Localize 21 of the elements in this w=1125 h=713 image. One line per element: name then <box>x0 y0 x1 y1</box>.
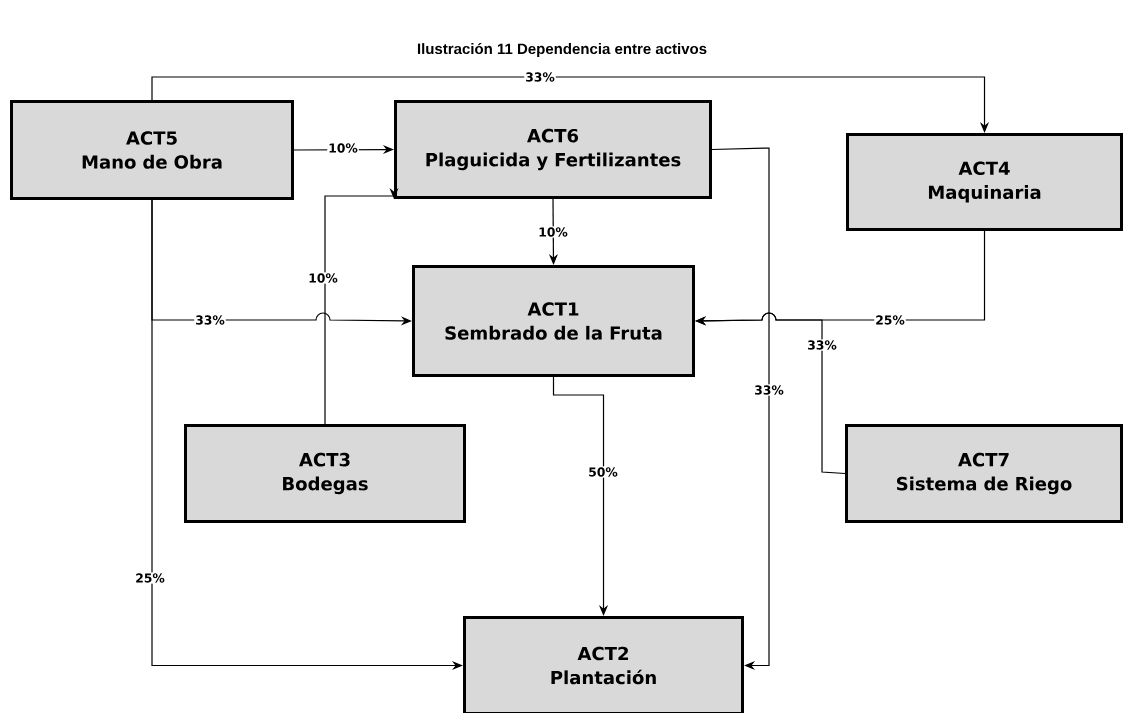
arrow <box>711 147 770 671</box>
process-box: ACT4 Maquinaria <box>846 133 1123 231</box>
process-box: ACT5 Mano de Obra <box>10 100 294 200</box>
edge-label: 33% <box>524 71 556 83</box>
edge-label: 33% <box>194 314 226 326</box>
edge-label: 50% <box>587 466 619 478</box>
edge-label: 33% <box>753 384 785 396</box>
edge-label: 25% <box>874 314 906 326</box>
edge-label: 33% <box>806 339 838 351</box>
edge-label: 25% <box>134 572 166 584</box>
title: Ilustración 11 Dependencia entre activos <box>417 42 707 58</box>
process-box: ACT1 Sembrado de la Fruta <box>412 265 695 377</box>
process-box: ACT2 Plantación <box>463 616 744 713</box>
edge-label: 10% <box>537 226 569 238</box>
process-box: ACT6 Plaguicida y Fertilizantes <box>394 100 712 199</box>
edge-label: 10% <box>307 272 339 284</box>
arrow <box>324 187 399 425</box>
process-box: ACT3 Bodegas <box>184 424 466 523</box>
arrow <box>552 376 609 616</box>
process-box: ACT7 Sistema de Riego <box>845 424 1123 523</box>
edge-label: 10% <box>327 142 359 154</box>
